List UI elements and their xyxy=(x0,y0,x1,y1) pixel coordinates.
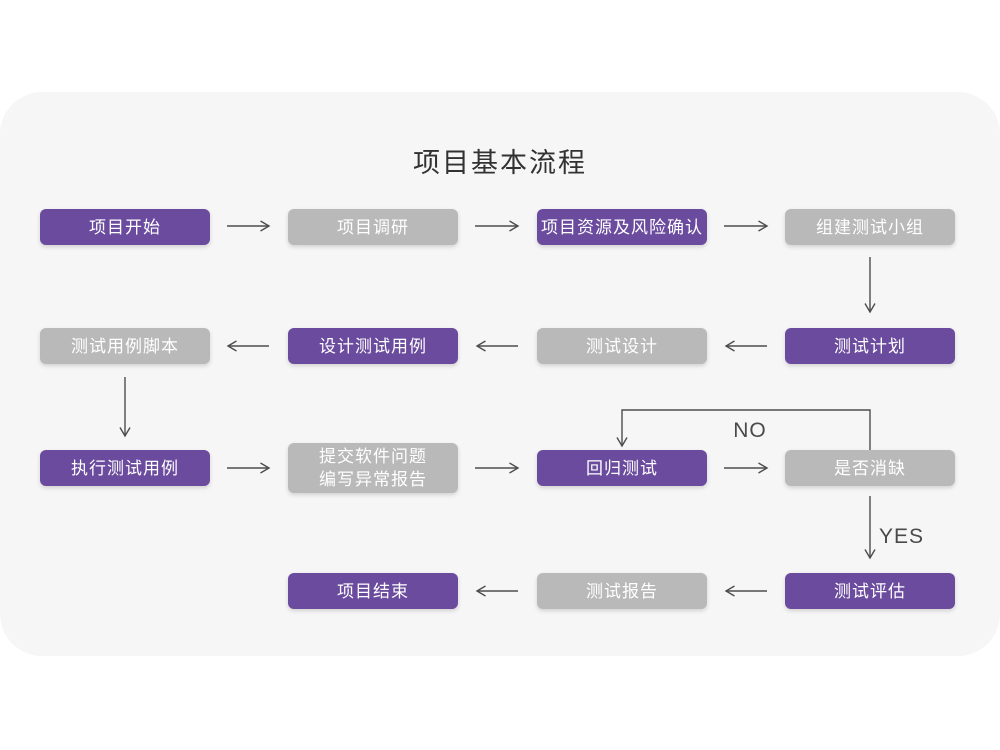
node-test-plan: 测试计划 xyxy=(785,328,955,364)
node-project-start: 项目开始 xyxy=(40,209,210,245)
node-test-case-scripts: 测试用例脚本 xyxy=(40,328,210,364)
node-test-report: 测试报告 xyxy=(537,573,707,609)
node-execute-test-cases: 执行测试用例 xyxy=(40,450,210,486)
flowchart-card xyxy=(0,92,1000,656)
node-defect-resolved: 是否消缺 xyxy=(785,450,955,486)
node-test-design: 测试设计 xyxy=(537,328,707,364)
node-regression-test: 回归测试 xyxy=(537,450,707,486)
node-label-line2: 编写异常报告 xyxy=(319,470,427,489)
node-design-test-cases: 设计测试用例 xyxy=(288,328,458,364)
node-label-line1: 提交软件问题 xyxy=(319,447,427,466)
node-project-research: 项目调研 xyxy=(288,209,458,245)
node-project-end: 项目结束 xyxy=(288,573,458,609)
node-test-evaluation: 测试评估 xyxy=(785,573,955,609)
node-project-risk: 项目资源及风险确认 xyxy=(537,209,707,245)
diagram-title: 项目基本流程 xyxy=(413,148,587,178)
node-submit-issue-report: 提交软件问题 编写异常报告 xyxy=(288,443,458,493)
node-build-test-team: 组建测试小组 xyxy=(785,209,955,245)
